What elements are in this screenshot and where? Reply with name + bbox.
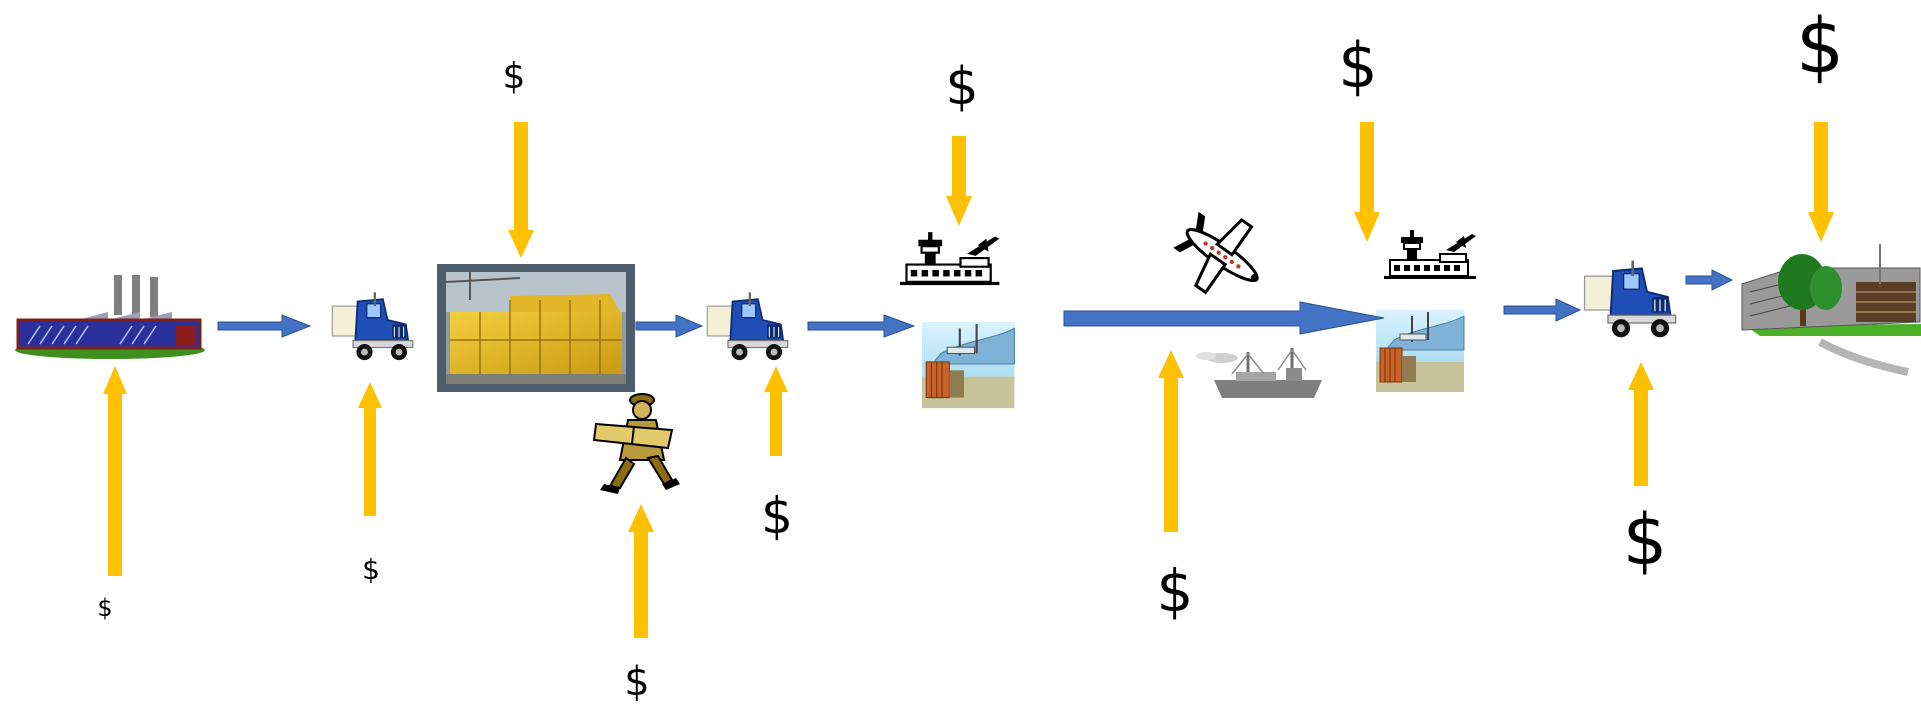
factory-icon xyxy=(15,275,205,359)
shipping-containers-photo xyxy=(437,264,635,392)
cost-label-office: $ xyxy=(1795,1,1845,90)
truck-icon-1 xyxy=(331,291,414,362)
cost-arrow-airport-destination xyxy=(1354,122,1380,242)
courier-carrying-box-icon xyxy=(592,393,680,494)
flow-arrow-truck-to-office xyxy=(1685,269,1734,291)
flow-arrow-factory-to-truck xyxy=(217,314,312,338)
cost-arrow-truck-3 xyxy=(1628,362,1654,486)
flow-arrow-warehouse-to-truck xyxy=(635,314,704,338)
cost-label-truck-3: $ xyxy=(1622,499,1668,581)
truck-icon-3 xyxy=(1583,259,1677,339)
cost-label-truck-2: $ xyxy=(761,487,793,545)
airplane-icon xyxy=(1173,211,1259,295)
cost-label-warehouse: $ xyxy=(502,56,526,97)
truck-icon-2 xyxy=(706,291,789,362)
airport-icon-destination xyxy=(1383,229,1477,280)
flow-arrow-truck-to-terminal xyxy=(807,314,916,338)
office-building-icon xyxy=(1741,244,1921,376)
cost-arrow-shipping xyxy=(1158,350,1184,532)
cost-label-airport-origin: $ xyxy=(945,57,979,117)
cost-arrow-airport-origin xyxy=(946,136,972,226)
cargo-ship-icon xyxy=(1196,348,1322,398)
cost-arrow-truck-1 xyxy=(358,382,382,516)
seaport-icon-origin xyxy=(920,320,1016,410)
cost-arrow-courier xyxy=(628,504,654,638)
cost-label-factory: $ xyxy=(97,594,113,622)
cost-label-shipping: $ xyxy=(1156,557,1194,625)
cost-label-truck-1: $ xyxy=(362,553,380,586)
flow-arrow-port-to-truck xyxy=(1503,298,1582,322)
seaport-icon-destination xyxy=(1375,309,1465,393)
cost-label-courier: $ xyxy=(624,659,650,704)
airport-icon-origin xyxy=(898,231,1001,287)
cost-arrow-office xyxy=(1808,122,1834,242)
cost-label-airport-destination: $ xyxy=(1338,29,1378,102)
flow-arrow-international-shipping xyxy=(1063,301,1385,335)
cost-arrow-truck-2 xyxy=(764,366,788,456)
cost-arrow-warehouse xyxy=(508,122,534,258)
cost-arrow-factory xyxy=(103,366,127,576)
